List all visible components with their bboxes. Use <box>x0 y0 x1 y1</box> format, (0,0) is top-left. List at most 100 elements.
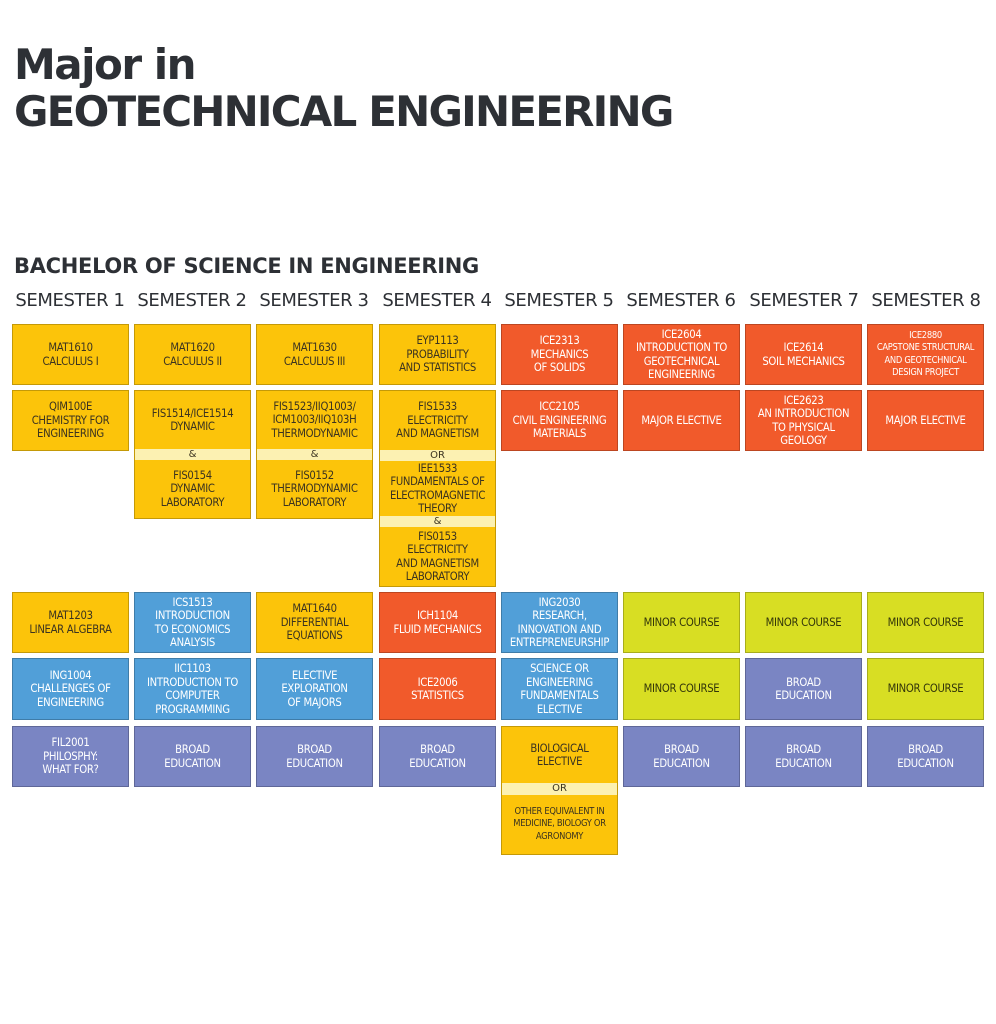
connector-or: OR <box>502 783 617 795</box>
course-box: ICE2880 CAPSTONE STRUCTURAL AND GEOTECHN… <box>867 324 984 385</box>
course-label: BIOLOGICAL ELECTIVE <box>530 741 589 769</box>
course-label: FIS1514/ICE1514 DYNAMIC <box>151 406 234 434</box>
course-label: BROAD EDUCATION <box>164 743 221 770</box>
course-combo-box: FIS1533 ELECTRICITY AND MAGNETISM OR IEE… <box>379 390 496 587</box>
course-box: BROAD EDUCATION <box>745 726 862 787</box>
semester-5-header: SEMESTER 5 <box>504 290 614 311</box>
course-label: FIL2001 PHILOSPHY: WHAT FOR? <box>42 736 99 777</box>
course-box: BROAD EDUCATION <box>256 726 373 787</box>
page-title-line2: GEOTECHNICAL ENGINEERING <box>14 87 674 136</box>
course-box: ING2030 RESEARCH, INNOVATION AND ENTREPR… <box>501 592 618 653</box>
course-label: BROAD EDUCATION <box>775 675 832 703</box>
course-label: ICH1104 FLUID MECHANICS <box>393 609 482 636</box>
course-label: BROAD EDUCATION <box>775 743 832 770</box>
course-label: BROAD EDUCATION <box>286 743 343 770</box>
course-box: EYP1113 PROBABILITY AND STATISTICS <box>379 324 496 385</box>
semester-3-header: SEMESTER 3 <box>259 290 369 311</box>
course-label: ICC2105 CIVIL ENGINEERING MATERIALS <box>512 400 607 441</box>
course-box: MINOR COURSE <box>867 592 984 653</box>
course-box: MINOR COURSE <box>623 658 740 720</box>
course-label: BROAD EDUCATION <box>897 743 954 770</box>
course-box: BROAD EDUCATION <box>623 726 740 787</box>
course-label: OTHER EQUIVALENT IN MEDICINE, BIOLOGY OR… <box>513 805 606 842</box>
semester-4-header: SEMESTER 4 <box>382 290 492 311</box>
semester-7-header: SEMESTER 7 <box>749 290 859 311</box>
page-title-line1: Major in <box>14 40 197 89</box>
course-box: MAT1630 CALCULUS III <box>256 324 373 385</box>
semester-8-header: SEMESTER 8 <box>871 290 981 311</box>
course-box: ICH1104 FLUID MECHANICS <box>379 592 496 653</box>
course-box: MINOR COURSE <box>623 592 740 653</box>
course-box: MAT1610 CALCULUS I <box>12 324 129 385</box>
course-label: MAJOR ELECTIVE <box>885 413 966 427</box>
course-box: MAT1640 DIFFERENTIAL EQUATIONS <box>256 592 373 653</box>
course-box: MAT1203 LINEAR ALGEBRA <box>12 592 129 653</box>
course-label: IIC1103 INTRODUCTION TO COMPUTER PROGRAM… <box>146 662 239 716</box>
course-box: BROAD EDUCATION <box>867 726 984 787</box>
connector-and: & <box>257 449 372 460</box>
course-label: ICE2614 SOIL MECHANICS <box>762 341 845 368</box>
course-label: MAT1620 CALCULUS II <box>163 341 222 368</box>
course-box: ICE2313 MECHANICS OF SOLIDS <box>501 324 618 385</box>
course-label: ICE2604 INTRODUCTION TO GEOTECHNICAL ENG… <box>635 327 728 382</box>
course-label: MAT1610 CALCULUS I <box>42 341 99 368</box>
course-label: FIS1533 ELECTRICITY AND MAGNETISM <box>396 400 479 441</box>
course-label: ING1004 CHALLENGES OF ENGINEERING <box>30 668 111 709</box>
course-label: BROAD EDUCATION <box>409 743 466 770</box>
course-box: SCIENCE OR ENGINEERING FUNDAMENTALS ELEC… <box>501 658 618 720</box>
course-box: BROAD EDUCATION <box>379 726 496 787</box>
course-label: MINOR COURSE <box>643 682 720 696</box>
course-label: FIS0153 ELECTRICITY AND MAGNETISM LABORA… <box>396 529 479 584</box>
semester-1-header: SEMESTER 1 <box>15 290 125 311</box>
course-label: MAT1630 CALCULUS III <box>283 341 346 368</box>
semester-2-header: SEMESTER 2 <box>137 290 247 311</box>
course-label: QIM100E CHEMISTRY FOR ENGINEERING <box>31 400 110 441</box>
degree-subtitle: BACHELOR OF SCIENCE IN ENGINEERING <box>14 254 479 278</box>
course-label: MINOR COURSE <box>765 615 842 629</box>
course-label: ICE2313 MECHANICS OF SOLIDS <box>530 334 589 375</box>
course-box: MAT1620 CALCULUS II <box>134 324 251 385</box>
course-box: ING1004 CHALLENGES OF ENGINEERING <box>12 658 129 720</box>
course-label: MINOR COURSE <box>643 615 720 629</box>
course-label: ICE2623 AN INTRODUCTION TO PHYSICAL GEOL… <box>757 393 850 448</box>
course-label: FIS1523/IIQ1003/ ICM1003/IIQ103H THERMOD… <box>271 399 358 440</box>
course-box: MINOR COURSE <box>867 658 984 720</box>
course-label: ICE2880 CAPSTONE STRUCTURAL AND GEOTECHN… <box>876 329 975 379</box>
connector-and: & <box>380 516 495 527</box>
course-label: MAT1640 DIFFERENTIAL EQUATIONS <box>280 602 349 643</box>
course-box: MINOR COURSE <box>745 592 862 653</box>
course-box: ICE2623 AN INTRODUCTION TO PHYSICAL GEOL… <box>745 390 862 451</box>
course-box: ICE2006 STATISTICS <box>379 658 496 720</box>
course-label: FIS0152 THERMODYNAMIC LABORATORY <box>271 468 358 509</box>
course-label: MINOR COURSE <box>887 682 964 696</box>
course-box: BROAD EDUCATION <box>745 658 862 720</box>
course-label: MAT1203 LINEAR ALGEBRA <box>29 609 112 636</box>
course-box: ICE2614 SOIL MECHANICS <box>745 324 862 385</box>
course-combo-box: BIOLOGICAL ELECTIVE OR OTHER EQUIVALENT … <box>501 726 618 855</box>
course-label: ING2030 RESEARCH, INNOVATION AND ENTREPR… <box>509 595 610 650</box>
course-label: ICE2006 STATISTICS <box>411 675 464 703</box>
course-box: MAJOR ELECTIVE <box>623 390 740 451</box>
connector-and: & <box>135 449 250 460</box>
course-box: BROAD EDUCATION <box>134 726 251 787</box>
course-combo-box: FIS1514/ICE1514 DYNAMIC & FIS0154 DYNAMI… <box>134 390 251 519</box>
connector-or: OR <box>380 450 495 461</box>
course-box: QIM100E CHEMISTRY FOR ENGINEERING <box>12 390 129 451</box>
course-box: IIC1103 INTRODUCTION TO COMPUTER PROGRAM… <box>134 658 251 720</box>
course-combo-box: FIS1523/IIQ1003/ ICM1003/IIQ103H THERMOD… <box>256 390 373 519</box>
course-label: ELECTIVE EXPLORATION OF MAJORS <box>281 668 348 709</box>
course-label: FIS0154 DYNAMIC LABORATORY <box>160 468 225 509</box>
course-label: ICS1513 INTRODUCTION TO ECONOMICS ANALYS… <box>154 595 231 650</box>
course-label: BROAD EDUCATION <box>653 743 710 770</box>
course-box: ELECTIVE EXPLORATION OF MAJORS <box>256 658 373 720</box>
course-label: SCIENCE OR ENGINEERING FUNDAMENTALS ELEC… <box>520 662 599 716</box>
course-box: FIL2001 PHILOSPHY: WHAT FOR? <box>12 726 129 787</box>
course-label: MINOR COURSE <box>887 615 964 629</box>
course-box: MAJOR ELECTIVE <box>867 390 984 451</box>
course-label: IEE1533 FUNDAMENTALS OF ELECTROMAGNETIC … <box>389 461 486 516</box>
course-box: ICE2604 INTRODUCTION TO GEOTECHNICAL ENG… <box>623 324 740 385</box>
semester-6-header: SEMESTER 6 <box>626 290 736 311</box>
course-label: EYP1113 PROBABILITY AND STATISTICS <box>399 334 476 375</box>
course-box: ICC2105 CIVIL ENGINEERING MATERIALS <box>501 390 618 451</box>
course-box: ICS1513 INTRODUCTION TO ECONOMICS ANALYS… <box>134 592 251 653</box>
